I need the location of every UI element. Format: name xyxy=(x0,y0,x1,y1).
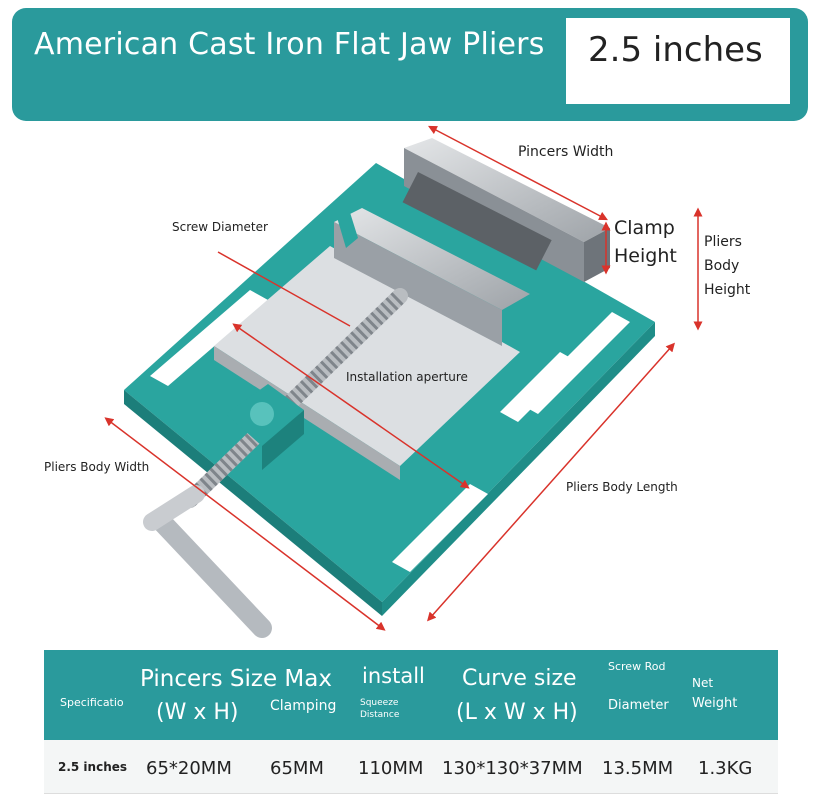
cell-clamping: 65MM xyxy=(270,758,324,779)
vise-illustration xyxy=(104,125,703,638)
header-install: install xyxy=(362,664,425,688)
label-pliers-body-length: Pliers Body Length xyxy=(566,480,678,494)
label-pliers: Pliers xyxy=(704,234,742,250)
header-pincers-size: Pincers Size Max xyxy=(140,666,332,692)
header-squeeze: Squeeze xyxy=(360,698,399,708)
label-body-height: Height xyxy=(704,282,751,298)
label-clamp-height: Height xyxy=(614,245,677,267)
label-pincers-width: Pincers Width xyxy=(518,144,614,160)
movable-jaw xyxy=(334,206,530,346)
screw-diameter-arrow xyxy=(217,251,351,327)
header-clamping: Clamping xyxy=(270,698,337,714)
label-installation-aperture: Installation aperture xyxy=(346,370,468,384)
pincers-width-arrow xyxy=(428,125,608,221)
size-badge-label: 2.5 inches xyxy=(588,30,763,70)
header-curve-size: Curve size xyxy=(462,666,577,691)
cell-install: 110MM xyxy=(358,758,424,779)
header-pincers-size-unit: (W x H) xyxy=(156,700,239,725)
header-net: Net xyxy=(692,676,714,690)
header-distance: Distance xyxy=(360,710,400,720)
header-screw-rod: Screw Rod xyxy=(608,660,666,673)
cell-net-weight: 1.3KG xyxy=(698,758,753,779)
body-length-arrow xyxy=(427,342,675,622)
header-diameter: Diameter xyxy=(608,698,669,713)
size-badge xyxy=(566,18,790,104)
cell-pincers-size: 65*20MM xyxy=(146,758,232,779)
label-screw-diameter: Screw Diameter xyxy=(172,220,268,234)
header-specification: Specificatio xyxy=(60,696,124,709)
label-body: Body xyxy=(704,258,740,274)
label-clamp: Clamp xyxy=(614,217,675,239)
vise-handle xyxy=(143,485,272,638)
dimension-arrows xyxy=(104,125,703,631)
cell-screw-rod: 13.5MM xyxy=(602,758,674,779)
body-width-arrow xyxy=(104,417,386,631)
product-title: American Cast Iron Flat Jaw Pliers xyxy=(34,27,545,62)
cell-curve-size: 130*130*37MM xyxy=(442,758,583,779)
header-weight: Weight xyxy=(692,696,738,711)
spec-table-row: 2.5 inches 65*20MM 65MM 110MM 130*130*37… xyxy=(44,740,778,794)
header-curve-size-unit: (L x W x H) xyxy=(456,700,578,725)
spec-table-header: Specificatio Pincers Size Max (W x H) Cl… xyxy=(44,650,778,740)
cell-spec: 2.5 inches xyxy=(58,760,128,774)
label-pliers-body-width: Pliers Body Width xyxy=(44,460,150,474)
